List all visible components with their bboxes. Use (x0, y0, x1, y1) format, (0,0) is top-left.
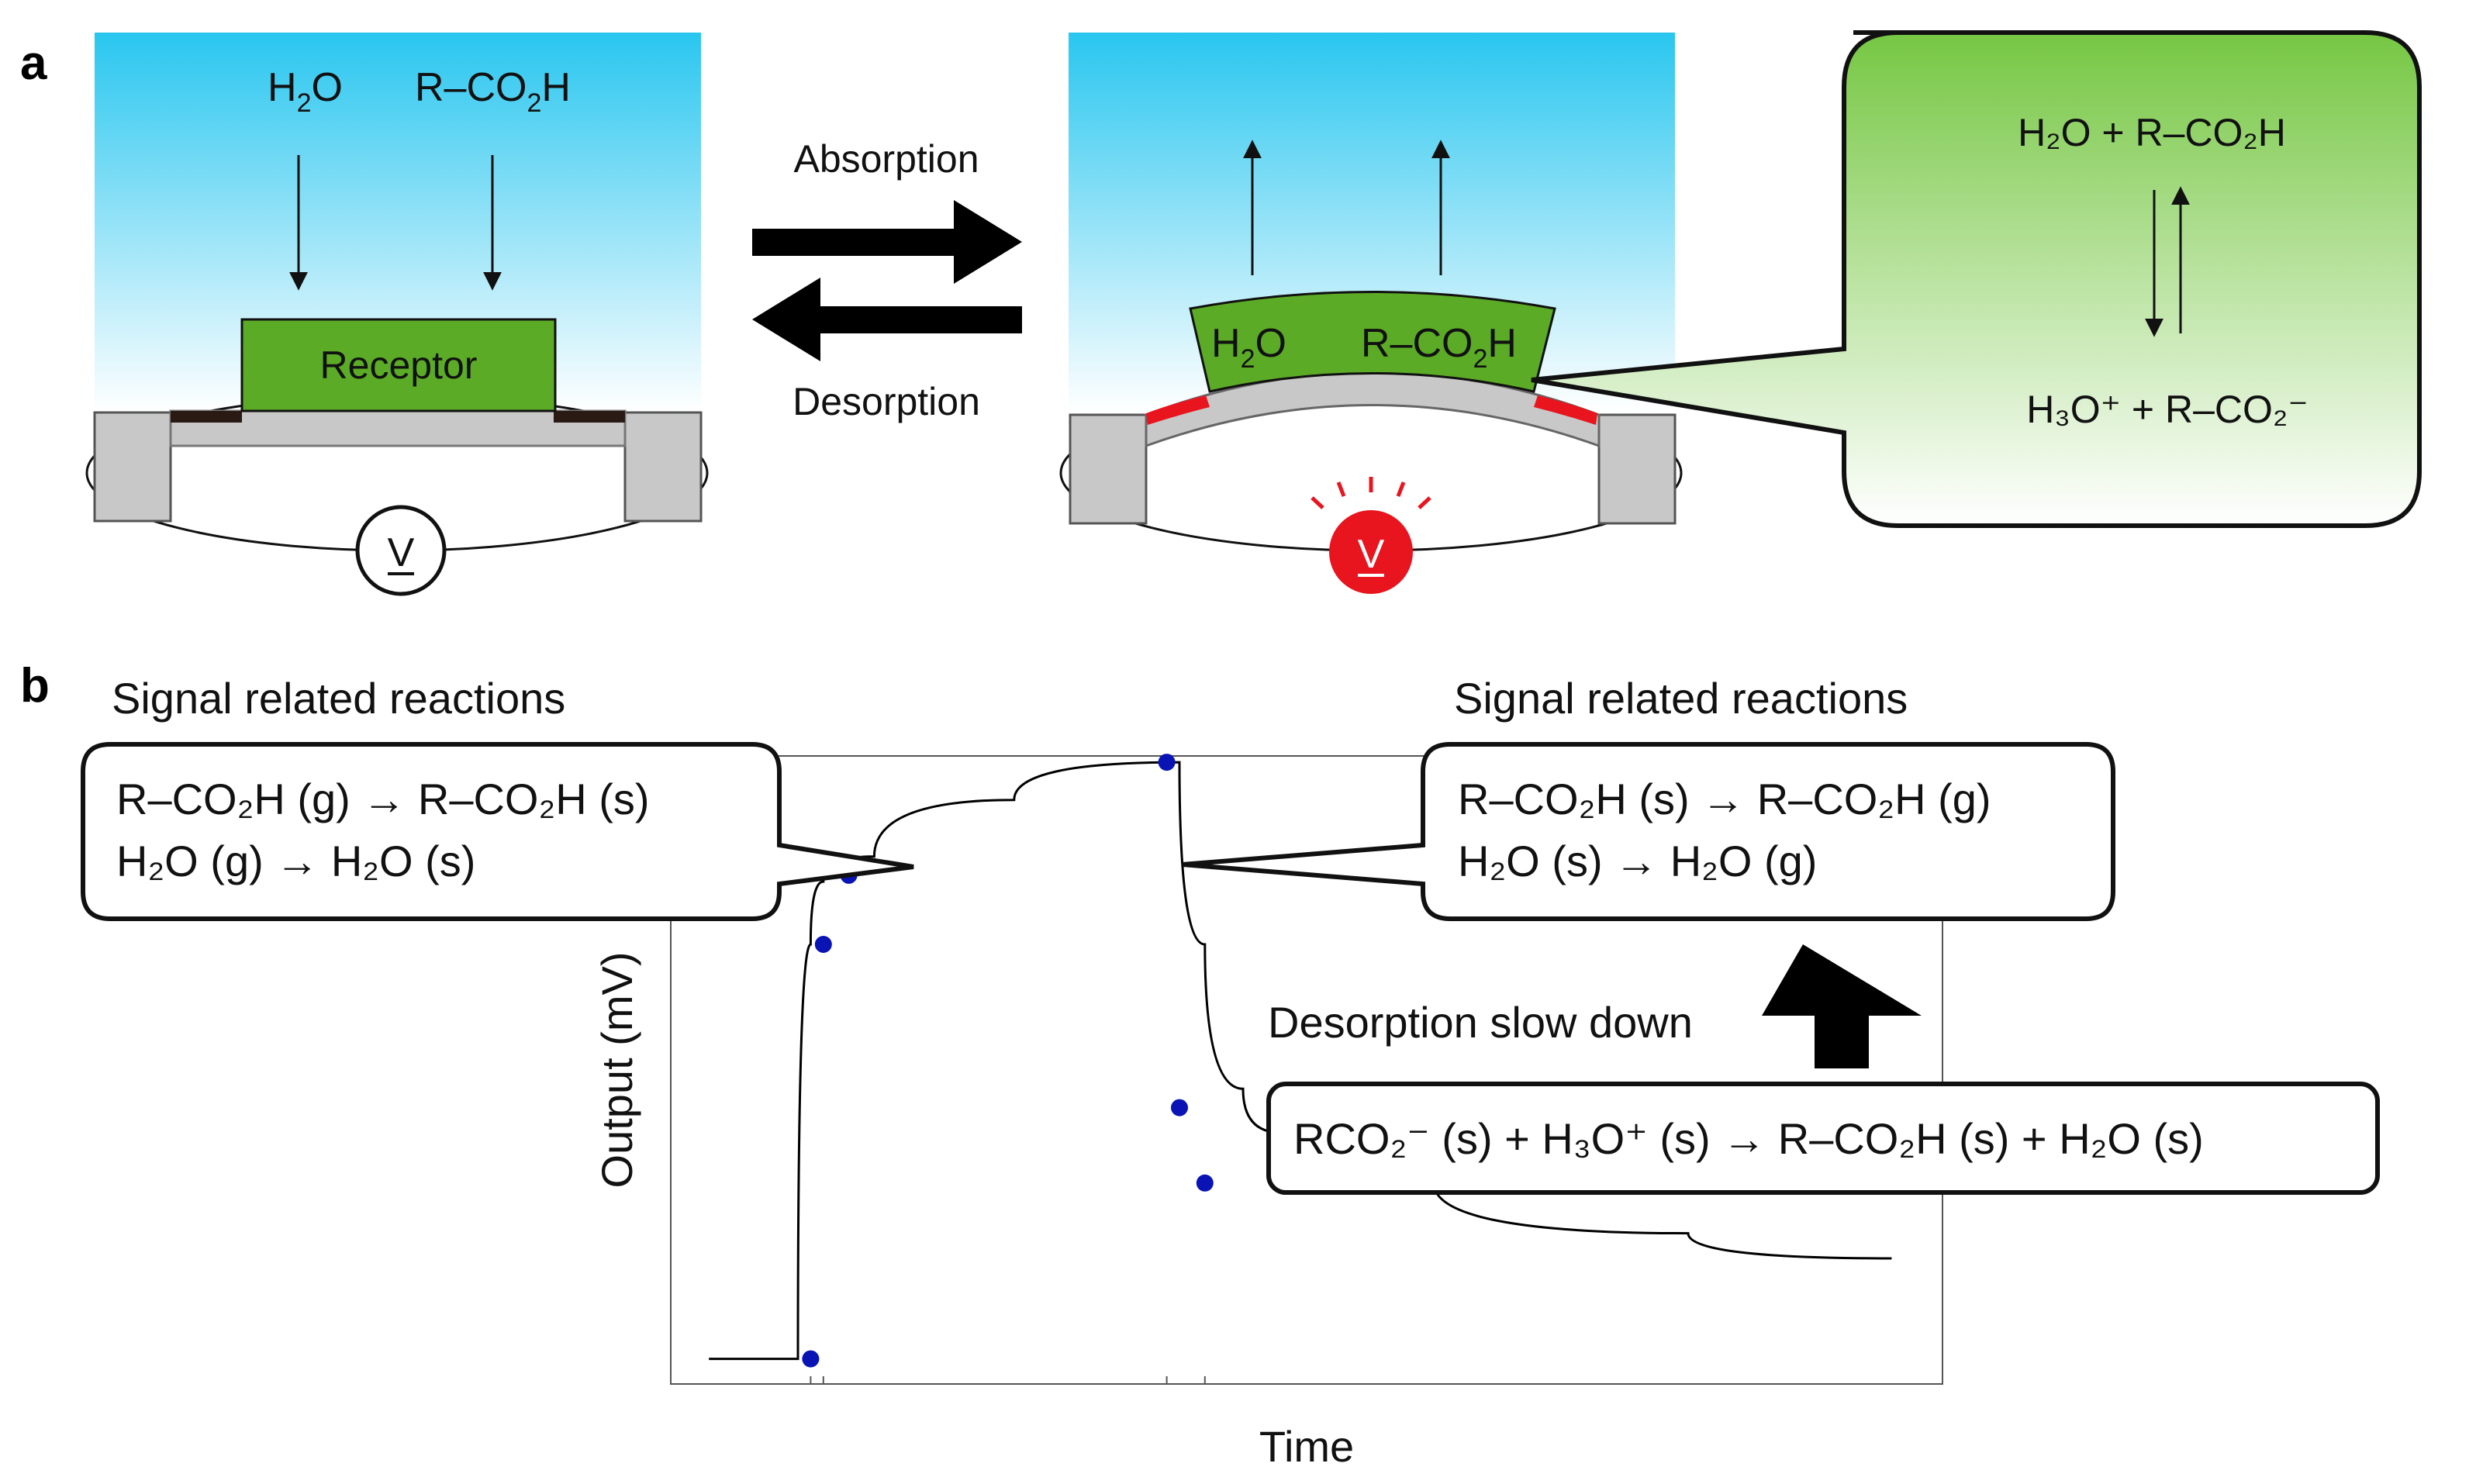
left-callout-line2: H₂O (g) → H₂O (s) (116, 837, 475, 885)
x-axis-label: Time (1259, 1422, 1354, 1471)
voltmeter-signal-rays (1311, 477, 1431, 509)
callout-bubble (1531, 30, 2422, 528)
sensor-idle: H2O R–CO2H Receptor V (85, 33, 709, 596)
desorption-reactions-callout: Signal related reactions R–CO₂H (s) → R–… (1182, 674, 2115, 921)
slow-down-label: Desorption slow down (1268, 998, 1693, 1047)
right-acid-label: R–CO2H (1361, 321, 1517, 374)
recombination-reaction: RCO₂⁻ (s) + H₃O⁺ (s) → R–CO₂H (s) + H₂O … (1293, 1114, 2204, 1163)
callout-top-reaction: H₂O + R–CO₂H (2018, 111, 2286, 154)
right-post (623, 411, 703, 523)
swollen-receptor (1189, 291, 1556, 393)
recombination-reaction-box (1266, 1082, 2380, 1195)
curve-marker (1171, 1099, 1188, 1116)
left-callout-box (81, 742, 914, 921)
desorption-arrow (752, 278, 1022, 361)
voltmeter-active (1329, 510, 1413, 594)
right-post-active (1597, 413, 1677, 525)
curve-marker (1158, 754, 1176, 771)
voltmeter-idle-symbol: V (388, 530, 415, 575)
right-gauge (554, 411, 625, 423)
receptor-layer (240, 318, 557, 412)
right-gauge-active (1534, 395, 1597, 425)
output-time-chart: Time Output (mV) (592, 754, 1943, 1471)
x-ticks (810, 1376, 1206, 1384)
left-callout-line1: R–CO₂H (g) → R–CO₂H (s) (116, 775, 650, 823)
absorption-label: Absorption (793, 137, 979, 181)
right-callout-heading: Signal related reactions (1454, 674, 1908, 723)
sensor-active: H2O R–CO2H V (1059, 33, 1683, 594)
right-callout-line1: R–CO₂H (s) → R–CO₂H (g) (1458, 775, 1991, 823)
signal-curve (709, 761, 1892, 1361)
voltmeter-idle (355, 505, 447, 596)
exchange-arrows: Absorption Desorption (752, 137, 1022, 423)
panel-label-b: b (20, 659, 50, 713)
absorption-arrow (752, 200, 1022, 284)
callout-bottom-reaction: H₃O⁺ + R–CO₂⁻ (2026, 388, 2308, 431)
left-gauge (171, 411, 242, 423)
right-callout-box (1182, 742, 2115, 921)
left-post-active (1069, 413, 1148, 525)
membrane (169, 409, 627, 447)
right-callout-line2: H₂O (s) → H₂O (g) (1458, 837, 1817, 885)
equilibrium-callout: H₂O + R–CO₂H H₃O⁺ + R–CO₂⁻ (1531, 30, 2422, 528)
left-callout-heading: Signal related reactions (112, 674, 565, 723)
right-water-label: H2O (1211, 321, 1286, 374)
left-acid-label: R–CO2H (415, 65, 571, 118)
receptor-label: Receptor (320, 343, 478, 387)
absorption-reactions-callout: Signal related reactions R–CO₂H (g) → R–… (81, 674, 914, 921)
curve-marker (1196, 1174, 1214, 1192)
left-water-label: H2O (268, 65, 343, 118)
voltmeter-active-symbol: V (1358, 532, 1385, 577)
curve-marker (814, 936, 832, 953)
curve-marker (802, 1350, 820, 1368)
panel-label-a: a (20, 36, 47, 90)
curve-markers (802, 754, 1214, 1368)
left-gauge-active (1146, 395, 1210, 425)
plot-frame (670, 755, 1943, 1385)
desorption-label: Desorption (793, 380, 980, 423)
y-axis-label: Output (mV) (592, 952, 641, 1189)
left-post (93, 411, 172, 523)
slow-down-arrow (1762, 944, 1922, 1068)
